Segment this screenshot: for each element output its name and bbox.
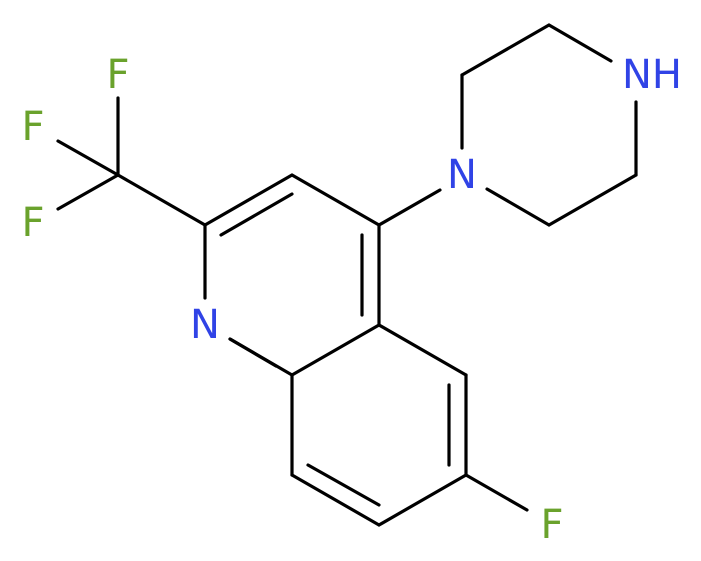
fluorine-label-ring: F <box>540 502 563 548</box>
bond-c4a-c5 <box>377 323 468 377</box>
bond-pip-top-right <box>547 23 613 63</box>
piperazine-nitrogen-label: N <box>447 152 477 198</box>
bond-c4a-c8a <box>290 323 381 377</box>
bond-pip-top-left <box>460 23 551 77</box>
atom-labels: F F F F N N NH <box>21 52 682 548</box>
bond-c4-npip <box>377 188 442 227</box>
fluorine-label-bottom: F <box>21 200 44 246</box>
bond-c7-c8-inner <box>306 463 381 507</box>
bond-c6-c7 <box>377 473 468 527</box>
bond-c7-c8 <box>290 473 381 527</box>
bond-cf3-f2 <box>56 139 120 177</box>
fluorine-label-top: F <box>106 52 129 98</box>
bond-c3-c4 <box>290 173 381 227</box>
quinoline-nitrogen-label: N <box>190 302 220 348</box>
bond-lines <box>56 23 638 527</box>
bond-c2-c3 <box>203 173 294 227</box>
bond-pip-bottom-right <box>547 173 638 227</box>
bond-c8a-n1-inner <box>228 337 278 368</box>
bond-c2-cf3 <box>116 173 207 227</box>
fluorine-label-left: F <box>21 104 44 150</box>
bond-c2-c3-inner <box>219 192 294 237</box>
bond-pip-bottom-left <box>485 187 551 227</box>
bond-cf3-f3 <box>56 173 120 211</box>
piperazine-nh-label: NH <box>622 52 682 98</box>
bond-c6-f <box>464 473 529 512</box>
